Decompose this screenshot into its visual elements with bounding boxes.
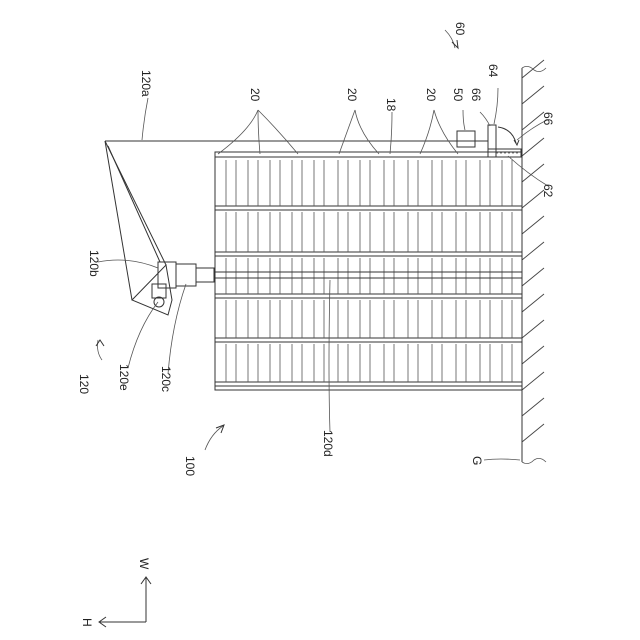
ref-label-100: 100 [183, 456, 197, 476]
leader-20a-1 [218, 110, 258, 154]
ground-break-bottom [522, 458, 546, 463]
ground-hatch-line [522, 60, 544, 78]
leader-20b-1 [339, 110, 355, 154]
ground-hatch-line [522, 190, 544, 208]
ref-label-120b: 120b [87, 250, 101, 277]
leader-20a-3 [258, 110, 298, 154]
ground-hatch-line [522, 424, 544, 442]
crane-120 [105, 141, 522, 315]
ground-hatch-line [522, 112, 544, 130]
ref-label-64: 64 [486, 64, 500, 78]
ground-hatch-line [522, 216, 544, 234]
boom-lower [105, 141, 132, 300]
leader-18 [390, 112, 392, 154]
leader-20b-2 [355, 110, 379, 154]
rack-outline [215, 152, 522, 390]
ref-label-18: 18 [384, 98, 398, 112]
arrow-120-head [96, 340, 104, 346]
ref-label-20-left: 20 [248, 88, 262, 102]
ground-hatch-line [522, 242, 544, 260]
crane-coupler [196, 268, 214, 282]
ref-label-120e: 120e [117, 364, 131, 391]
rack-structure [215, 152, 522, 390]
ref-label-120d: 120d [321, 430, 335, 457]
ref-label-66-top: 66 [469, 88, 483, 102]
crane-pivot [152, 284, 166, 298]
leader-120d [329, 280, 330, 432]
leader-120a [142, 98, 148, 140]
arrow-66-head [514, 140, 519, 145]
leader-64 [494, 88, 498, 124]
ref-label-60: 60 [453, 22, 467, 36]
ground-hatch-line [522, 268, 544, 286]
axis-label-W: W [137, 558, 151, 570]
ground-hatch-line [522, 320, 544, 338]
ground-hatch-line [522, 372, 544, 390]
leader-20a-2 [258, 110, 260, 154]
ref-label-G: G [470, 456, 484, 465]
direction-axes [99, 577, 151, 627]
arrow-66-arc [498, 127, 516, 143]
ground-hatch-line [522, 346, 544, 364]
ground-hatch-line [522, 86, 544, 104]
leader-62 [508, 156, 548, 186]
ref-label-66-right: 66 [541, 112, 555, 126]
ref-label-20-middle: 20 [345, 88, 359, 102]
leader-120e [128, 302, 158, 368]
device-50 [457, 131, 475, 147]
ref-label-120a: 120a [139, 70, 153, 97]
leader-120c [168, 284, 186, 374]
ref-label-50: 50 [451, 88, 465, 102]
ref-label-120c: 120c [159, 366, 173, 392]
ground-hatch-line [522, 294, 544, 312]
axis-label-H: H [80, 618, 94, 627]
leader-120b [98, 260, 158, 268]
rack-beams [215, 206, 522, 386]
leader-100 [205, 426, 223, 450]
ref-label-20-right: 20 [424, 88, 438, 102]
rack-slats [226, 160, 512, 382]
ground-hatch-line [522, 164, 544, 182]
ground-hatching [522, 60, 544, 442]
leader-20c-1 [420, 110, 434, 154]
ref-label-62: 62 [541, 184, 555, 198]
leader-G [484, 459, 520, 460]
leader-50 [463, 110, 465, 130]
crane-joint-120c [176, 264, 196, 286]
leader-20c-2 [434, 110, 458, 154]
ref-label-120: 120 [77, 374, 91, 394]
ground-break-top [522, 66, 546, 71]
ground-hatch-line [522, 138, 544, 156]
ground-hatch-line [522, 398, 544, 416]
leader-66a [480, 112, 490, 126]
